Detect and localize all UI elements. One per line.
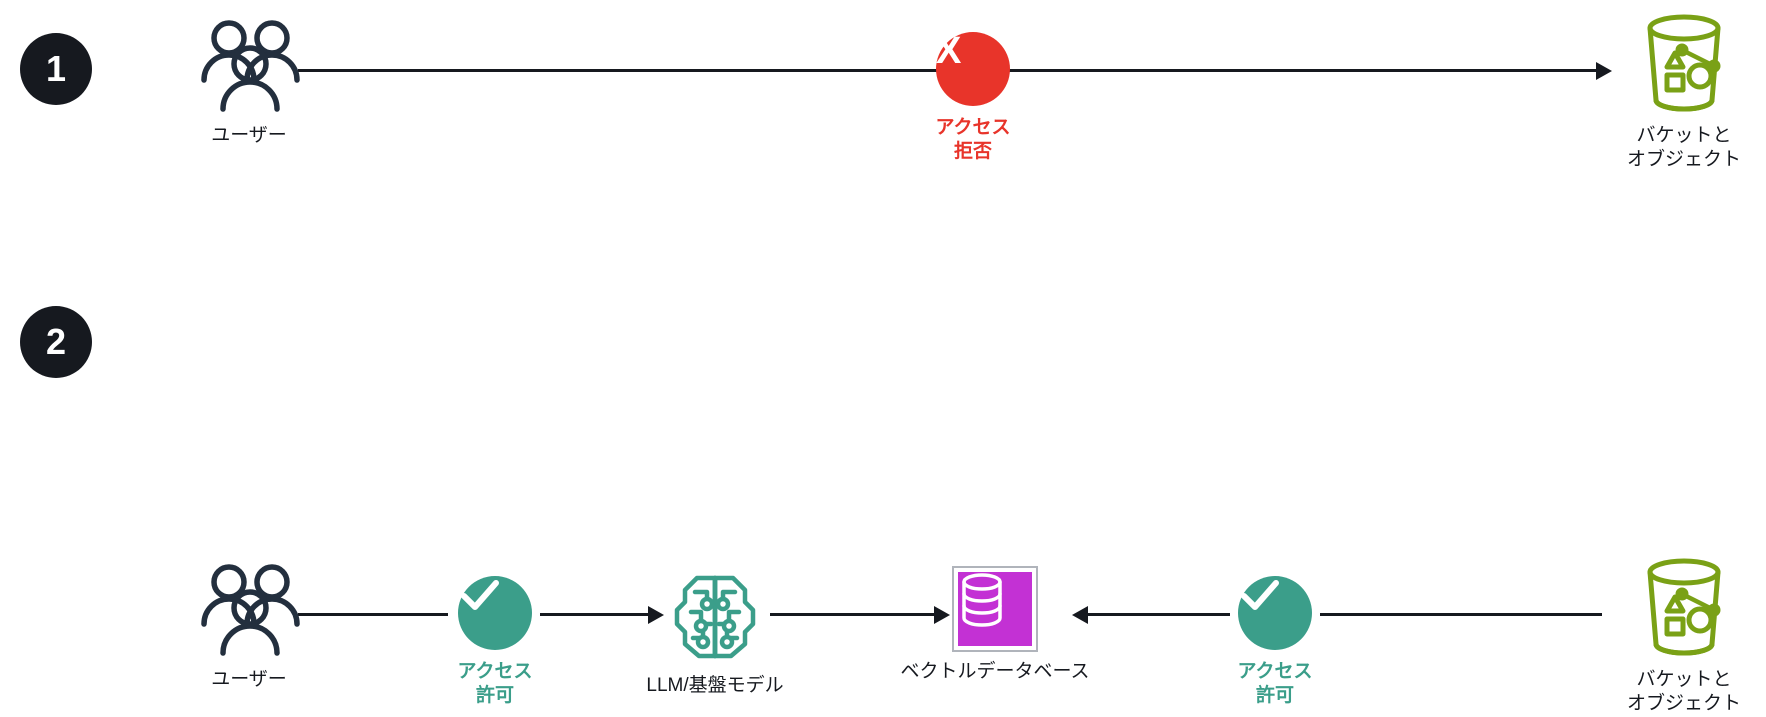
node-label-access-allowed-right: アクセス 許可: [1237, 661, 1313, 707]
connector-check-right-to-vector-db: [1080, 613, 1230, 616]
s3-bucket-icon: [1634, 12, 1734, 114]
users-group-icon: [197, 562, 301, 658]
node-access-allowed-left: アクセス 許可: [440, 576, 550, 709]
users-group-icon: [197, 18, 301, 114]
node-label-llm: LLM/基盤モデル: [646, 675, 784, 696]
node-access-allowed-right: アクセス 許可: [1220, 576, 1330, 709]
node-label-vector-db: ベクトルデータベース: [900, 661, 1090, 682]
check-mark-icon: [1238, 576, 1312, 650]
x-mark-glyph: X: [936, 30, 962, 72]
check-mark-icon: [458, 576, 532, 650]
arrowhead-right-to-bucket: [1596, 62, 1612, 80]
s3-bucket-icon: [1634, 556, 1734, 658]
node-bucket-2: バケットと オブジェクト: [1618, 556, 1750, 717]
node-users-2: ユーザー: [194, 562, 304, 692]
node-llm: LLM/基盤モデル: [620, 568, 810, 698]
connector-users-to-check-left: [298, 613, 448, 616]
node-label-users-2: ユーザー: [211, 669, 287, 690]
node-access-denied: X アクセス 拒否: [908, 32, 1038, 165]
step-badge-1: 1: [20, 33, 92, 105]
x-mark-icon: X: [936, 32, 1010, 106]
node-label-bucket-2: バケットと オブジェクト: [1626, 669, 1741, 715]
node-label-bucket-1: バケットと オブジェクト: [1626, 125, 1741, 171]
step-badge-2: 2: [20, 306, 92, 378]
diagram-row-1: 1 ユーザー X: [0, 0, 1766, 230]
connector-bucket-to-check-right: [1320, 613, 1602, 616]
diagram-row-2: 2 ユーザー: [0, 268, 1766, 714]
node-label-users-1: ユーザー: [211, 125, 287, 146]
node-vector-db: ベクトルデータベース: [895, 566, 1095, 684]
node-users-1: ユーザー: [194, 18, 304, 148]
node-label-access-denied: アクセス 拒否: [935, 117, 1011, 163]
node-label-access-allowed-left: アクセス 許可: [457, 661, 533, 707]
brain-circuit-icon: [667, 568, 763, 664]
database-cylinder-icon: [952, 566, 1038, 652]
node-bucket-1: バケットと オブジェクト: [1618, 12, 1750, 173]
